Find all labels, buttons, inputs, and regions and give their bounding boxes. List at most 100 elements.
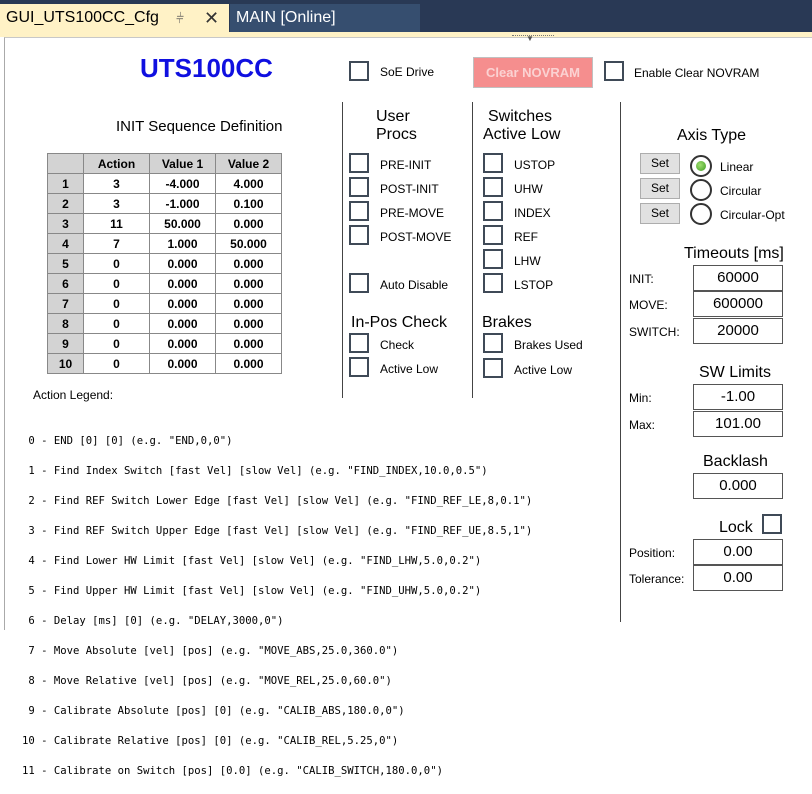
value2-cell[interactable]: 0.000: [215, 253, 282, 274]
auto-disable-checkbox[interactable]: [349, 273, 369, 293]
max-limit-field[interactable]: 101.00: [693, 411, 783, 437]
close-icon[interactable]: ✕: [204, 8, 220, 28]
tab-gui-uts100cc-cfg[interactable]: GUI_UTS100CC_Cfg ⫩ ✕: [0, 4, 229, 32]
tab-underline: [0, 32, 812, 37]
action-cell[interactable]: 0: [83, 273, 150, 294]
chevron-down-icon[interactable]: ▼: [526, 34, 534, 43]
switches-heading-2: Active Low: [483, 126, 561, 143]
pin-icon[interactable]: ⫩: [176, 10, 185, 26]
move-timeout-field[interactable]: 600000: [693, 291, 783, 317]
legend-line: 3 - Find REF Switch Upper Edge [fast Vel…: [22, 525, 533, 537]
ref-label: REF: [514, 230, 538, 244]
uhw-checkbox[interactable]: [483, 177, 503, 197]
soe-drive-label: SoE Drive: [380, 65, 435, 79]
action-cell[interactable]: 3: [83, 173, 150, 194]
backlash-field[interactable]: 0.000: [693, 473, 783, 499]
value1-cell[interactable]: -1.000: [149, 193, 216, 214]
action-cell[interactable]: 3: [83, 193, 150, 214]
lstop-checkbox[interactable]: [483, 273, 503, 293]
legend-line: 0 - END [0] [0] (e.g. "END,0,0"): [22, 435, 233, 447]
uhw-label: UHW: [514, 182, 543, 196]
brakes-heading: Brakes: [482, 314, 532, 331]
tab-main-online[interactable]: MAIN [Online]: [230, 4, 420, 32]
panel-border: [4, 37, 812, 630]
brakes-used-checkbox[interactable]: [483, 333, 503, 353]
clear-novram-button[interactable]: Clear NOVRAM: [473, 57, 593, 88]
circular-opt-radio[interactable]: [690, 203, 712, 225]
set-circular-button[interactable]: Set: [640, 178, 680, 199]
pre-move-label: PRE-MOVE: [380, 206, 445, 220]
value1-cell[interactable]: 50.000: [149, 213, 216, 234]
corner-header: [47, 153, 84, 174]
value1-cell[interactable]: 1.000: [149, 233, 216, 254]
min-limit-field[interactable]: -1.00: [693, 384, 783, 410]
set-linear-button[interactable]: Set: [640, 153, 680, 174]
circular-label: Circular: [720, 184, 762, 198]
post-move-checkbox[interactable]: [349, 225, 369, 245]
value1-cell[interactable]: 0.000: [149, 333, 216, 354]
ustop-checkbox[interactable]: [483, 153, 503, 173]
init-timeout-field[interactable]: 60000: [693, 265, 783, 291]
value1-cell[interactable]: 0.000: [149, 353, 216, 374]
value1-cell[interactable]: 0.000: [149, 253, 216, 274]
divider: [620, 102, 621, 622]
value1-cell[interactable]: 0.000: [149, 313, 216, 334]
tab-label: GUI_UTS100CC_Cfg: [6, 9, 159, 26]
value1-cell[interactable]: 0.000: [149, 273, 216, 294]
ref-checkbox[interactable]: [483, 225, 503, 245]
value2-cell[interactable]: 0.000: [215, 353, 282, 374]
linear-radio[interactable]: [690, 155, 712, 177]
inpos-active-low-checkbox[interactable]: [349, 357, 369, 377]
legend-line: 10 - Calibrate Relative [pos] [0] (e.g. …: [22, 735, 399, 747]
action-cell[interactable]: 0: [83, 293, 150, 314]
splitter-grip[interactable]: [512, 35, 554, 41]
divider: [342, 102, 343, 398]
action-cell[interactable]: 0: [83, 333, 150, 354]
value2-cell[interactable]: 50.000: [215, 233, 282, 254]
value2-cell[interactable]: 0.000: [215, 313, 282, 334]
column-header: Value 1: [149, 153, 216, 174]
lock-tolerance-field[interactable]: 0.00: [693, 565, 783, 591]
min-limit-label: Min:: [629, 391, 652, 405]
value1-cell[interactable]: -4.000: [149, 173, 216, 194]
action-legend: 0 - END [0] [0] (e.g. "END,0,0") 1 - Fin…: [22, 419, 532, 794]
action-cell[interactable]: 11: [83, 213, 150, 234]
value2-cell[interactable]: 0.000: [215, 273, 282, 294]
brakes-active-low-checkbox[interactable]: [483, 358, 503, 378]
value1-cell[interactable]: 0.000: [149, 293, 216, 314]
action-cell[interactable]: 7: [83, 233, 150, 254]
legend-line: 5 - Find Upper HW Limit [fast Vel] [slow…: [22, 585, 482, 597]
circular-radio[interactable]: [690, 179, 712, 201]
row-header: 6: [47, 273, 84, 294]
value2-cell[interactable]: 0.000: [215, 213, 282, 234]
pre-init-checkbox[interactable]: [349, 153, 369, 173]
row-header: 5: [47, 253, 84, 274]
inpos-check-checkbox[interactable]: [349, 333, 369, 353]
value2-cell[interactable]: 0.100: [215, 193, 282, 214]
lock-position-field[interactable]: 0.00: [693, 539, 783, 565]
index-checkbox[interactable]: [483, 201, 503, 221]
lhw-checkbox[interactable]: [483, 249, 503, 269]
action-cell[interactable]: 0: [83, 253, 150, 274]
pre-move-checkbox[interactable]: [349, 201, 369, 221]
row-header: 4: [47, 233, 84, 254]
value2-cell[interactable]: 4.000: [215, 173, 282, 194]
radio-selected-dot: [696, 161, 706, 171]
set-circular-opt-button[interactable]: Set: [640, 203, 680, 224]
post-init-checkbox[interactable]: [349, 177, 369, 197]
switch-timeout-field[interactable]: 20000: [693, 318, 783, 344]
row-header: 1: [47, 173, 84, 194]
lock-checkbox[interactable]: [762, 514, 782, 534]
action-cell[interactable]: 0: [83, 313, 150, 334]
action-cell[interactable]: 0: [83, 353, 150, 374]
inpos-active-low-label: Active Low: [380, 362, 439, 376]
enable-clear-novram-checkbox[interactable]: [604, 61, 624, 81]
pre-init-label: PRE-INIT: [380, 158, 432, 172]
soe-drive-checkbox[interactable]: [349, 61, 369, 81]
value2-cell[interactable]: 0.000: [215, 293, 282, 314]
value2-cell[interactable]: 0.000: [215, 333, 282, 354]
